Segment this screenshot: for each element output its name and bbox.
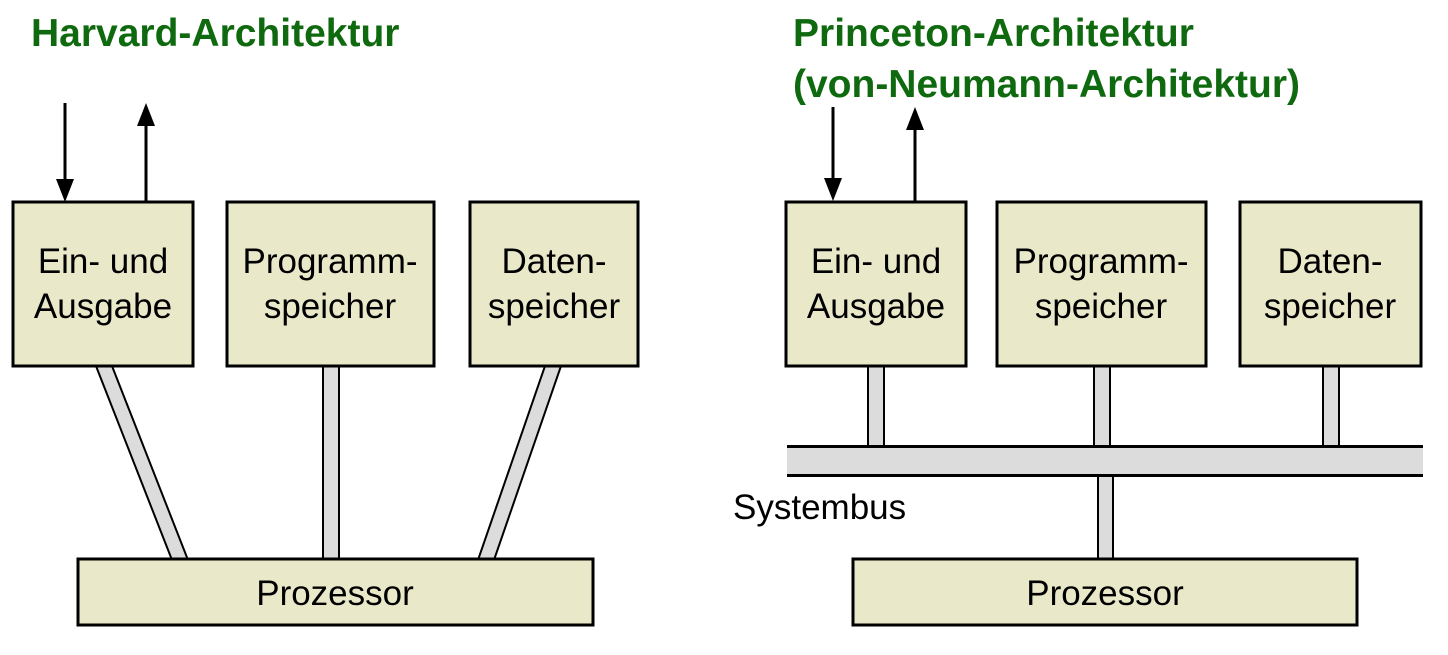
harvard-output-arrow-icon xyxy=(137,103,155,202)
harvard-program-label-line2: speicher xyxy=(264,287,397,326)
princeton-input-arrow-icon xyxy=(824,107,842,201)
princeton-data-connector xyxy=(1322,365,1340,448)
princeton-systembus-label: Systembus xyxy=(733,488,906,527)
harvard-data-connector xyxy=(476,365,563,561)
princeton-io-connector xyxy=(867,365,885,448)
princeton-data-label-line2: speicher xyxy=(1264,287,1397,326)
princeton-processor-box xyxy=(851,557,1359,627)
harvard-io-connector xyxy=(94,365,190,561)
princeton-program-box xyxy=(995,200,1208,368)
harvard-program-box xyxy=(225,200,436,368)
princeton-data-label-line1: Daten- xyxy=(1277,242,1382,281)
princeton-diagram: Princeton-Architektur (von-Neumann-Archi… xyxy=(733,12,1423,627)
princeton-program-label-line2: speicher xyxy=(1035,287,1168,326)
harvard-processor-box xyxy=(76,557,595,627)
harvard-io-box xyxy=(11,200,195,368)
harvard-data-label-line2: speicher xyxy=(488,287,621,326)
harvard-data-label-line1: Daten- xyxy=(501,242,606,281)
princeton-bus-processor-connector xyxy=(1097,474,1114,561)
harvard-data-box xyxy=(468,200,640,368)
princeton-processor-label: Prozessor xyxy=(1026,574,1184,613)
princeton-output-arrow-icon xyxy=(906,107,924,201)
princeton-io-box xyxy=(784,200,968,368)
princeton-io-label-line2: Ausgabe xyxy=(807,287,945,326)
princeton-title-line2: (von-Neumann-Architektur) xyxy=(793,63,1300,106)
harvard-program-label-line1: Programm- xyxy=(242,242,417,281)
princeton-program-label-line1: Programm- xyxy=(1013,242,1188,281)
princeton-systembus-bar xyxy=(787,445,1423,477)
princeton-io-label-line1: Ein- und xyxy=(811,242,941,281)
harvard-program-connector xyxy=(322,365,340,561)
princeton-data-box xyxy=(1238,200,1423,368)
harvard-title: Harvard-Architektur xyxy=(31,12,399,55)
princeton-program-connector xyxy=(1093,365,1111,448)
harvard-input-arrow-icon xyxy=(56,103,74,202)
harvard-processor-label: Prozessor xyxy=(256,574,414,613)
harvard-io-label-line1: Ein- und xyxy=(38,242,168,281)
princeton-title-line1: Princeton-Architektur xyxy=(793,12,1194,55)
harvard-diagram: Harvard-Architektur Ein- und Ausgabe Pro… xyxy=(11,12,640,627)
harvard-io-label-line2: Ausgabe xyxy=(34,287,172,326)
